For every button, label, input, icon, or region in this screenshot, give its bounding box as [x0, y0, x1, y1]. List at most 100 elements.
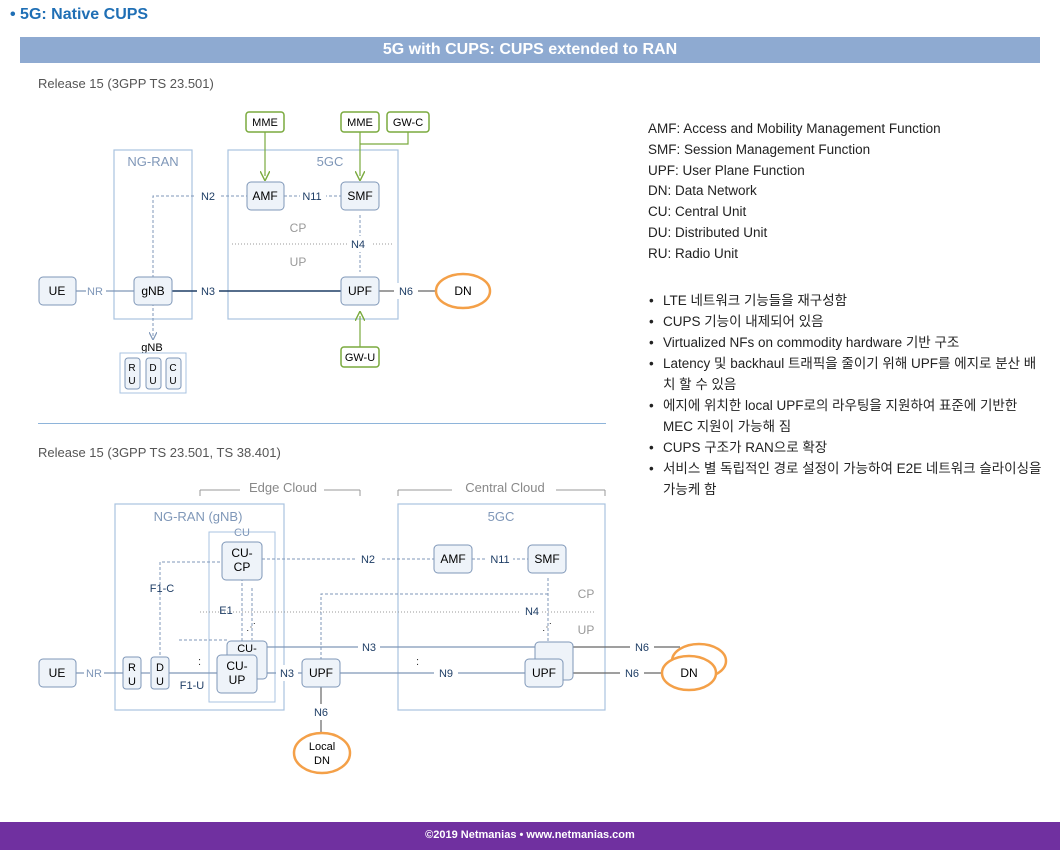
nr-label-bg	[86, 283, 106, 299]
du-node-2	[150, 656, 170, 690]
smf-node	[340, 181, 380, 211]
gwc-smf-connector	[360, 132, 409, 145]
n3-label-b: N3	[280, 668, 294, 680]
ru-bot-2: U	[128, 676, 136, 688]
fivegc-label: 5GC	[317, 154, 344, 169]
ru-top: R	[128, 363, 135, 374]
upf-edge-label: UPF	[309, 666, 333, 680]
fivegc-region	[227, 149, 399, 320]
local-dn-top: Local	[309, 741, 335, 753]
dn-label-2: DN	[680, 666, 697, 680]
mme-label-2: MME	[347, 117, 373, 129]
fivegc-region-2	[397, 503, 606, 711]
smf-node-2	[527, 544, 567, 574]
amf-label: AMF	[252, 189, 277, 203]
n9-ellipsis: :	[416, 656, 419, 668]
n4-label-bg-2	[520, 603, 542, 619]
definition-item: UPF: User Plane Function	[648, 162, 805, 178]
du-bot: U	[149, 376, 156, 387]
ng-ran-gnb-region	[114, 503, 285, 711]
gnb-split-group	[119, 352, 187, 394]
local-dn-bot: DN	[314, 755, 330, 767]
gw-u-label: GW-U	[345, 352, 375, 364]
du-bot-2: U	[156, 676, 164, 688]
n4-connector-2	[320, 593, 548, 660]
n3-label: N3	[201, 286, 215, 298]
cp-label: CP	[290, 221, 307, 235]
banner-title: 5G with CUPS: CUPS extended to RAN	[20, 37, 1040, 63]
definition-item: DN: Data Network	[648, 183, 757, 199]
n3-label-bg	[197, 283, 219, 299]
n6-label-b: N6	[625, 668, 639, 680]
du-unit	[145, 357, 162, 390]
f1u-label: F1-U	[180, 680, 205, 692]
gnb-split-title: gNB	[141, 342, 162, 354]
n6-label-bg-c	[309, 704, 333, 720]
upf-node	[340, 276, 380, 306]
n2-label-2: N2	[361, 554, 375, 566]
n4-label-2: N4	[525, 606, 539, 618]
mme-label-1: MME	[252, 117, 278, 129]
cu-group	[208, 531, 276, 703]
edge-cloud-label: Edge Cloud	[249, 480, 317, 495]
definition-item: DU: Distributed Unit	[648, 224, 768, 240]
cu-up-node	[216, 654, 258, 694]
n2-label-bg	[196, 188, 220, 204]
section-title: • 5G: Native CUPS	[10, 6, 149, 23]
ue-label-2: UE	[49, 666, 66, 680]
amf-node-2	[433, 544, 473, 574]
bullet-item: 서비스 별 독립적인 경로 설정이 가능하여 E2E 네트워크 슬라이싱을 가능…	[648, 458, 1048, 500]
bullet-item: 에지에 위치한 local UPF로의 라우팅을 지원하여 표준에 기반한 ME…	[648, 395, 1048, 437]
n9-label-bg	[434, 665, 458, 681]
f1c-connector	[159, 561, 222, 660]
top-architecture-diagram: NG-RAN 5GC CP UP MME MME GW-C GW-U N2 N1…	[38, 111, 492, 394]
n6-label-a: N6	[635, 642, 649, 654]
definition-list: AMF: Access and Mobility Management Func…	[648, 121, 941, 267]
n4-label-bg	[349, 236, 371, 252]
bullet-item: CUPS 구조가 RAN으로 확장	[648, 437, 1048, 458]
dn-node	[434, 272, 492, 310]
definition-item: RU: Radio Unit	[648, 245, 739, 261]
release-label-2: Release 15 (3GPP TS 23.501, TS 38.401)	[38, 445, 281, 460]
dn-label: DN	[454, 284, 471, 298]
smf-upf-ellipsis: ⋰	[542, 622, 552, 633]
gnb-node	[133, 276, 173, 306]
f1u-ellipsis: :	[198, 656, 201, 668]
definition-item: CU: Central Unit	[648, 204, 747, 220]
cu-up-bot: UP	[229, 673, 246, 687]
ue-node	[38, 276, 77, 306]
n6-label-bg	[394, 283, 418, 299]
cu-bot: U	[169, 376, 176, 387]
ng-ran-label: NG-RAN	[127, 154, 178, 169]
n6-label-bg-b	[620, 665, 644, 681]
ue-node-2	[38, 658, 77, 688]
gnb-label: gNB	[141, 284, 164, 298]
n11-label: N11	[302, 191, 321, 203]
fivegc-label-2: 5GC	[488, 509, 515, 524]
du-top-2: D	[156, 662, 164, 674]
cu-up-top: CU-	[226, 659, 247, 673]
e1-ellipsis: ⋰	[246, 622, 256, 633]
upf-edge-node	[301, 658, 341, 688]
smf-label-2: SMF	[534, 552, 559, 566]
bullet-list: LTE 네트워크 기능들을 재구성함 CUPS 기능이 내제되어 있음 Virt…	[648, 290, 1048, 500]
cu-up-back-label: CU-	[237, 643, 257, 655]
nr-label: NR	[87, 286, 103, 298]
cp-label-2: CP	[578, 587, 595, 601]
bullet-item: LTE 네트워크 기능들을 재구성함	[648, 290, 1048, 311]
footer-copyright: ©2019 Netmanias • www.netmanias.com	[0, 822, 1060, 850]
upf-label: UPF	[348, 284, 372, 298]
n11-label-bg	[300, 188, 326, 204]
definition-item: AMF: Access and Mobility Management Func…	[648, 121, 941, 136]
n11-label-bg-2	[487, 551, 513, 567]
bullet-item: Latency 및 backhaul 트래픽을 줄이기 위해 UPF를 에지로 …	[648, 353, 1048, 395]
ru-bot: U	[128, 376, 135, 387]
release-label-1: Release 15 (3GPP TS 23.501)	[38, 76, 214, 91]
definition-item: SMF: Session Management Function	[648, 141, 871, 157]
divider	[38, 423, 606, 424]
cu-group-label: CU	[234, 527, 250, 539]
n2-connector	[152, 195, 247, 278]
n3-label-bg-b	[276, 665, 298, 681]
n9-label: N9	[439, 668, 453, 680]
nr-label-bg-2	[84, 665, 104, 681]
